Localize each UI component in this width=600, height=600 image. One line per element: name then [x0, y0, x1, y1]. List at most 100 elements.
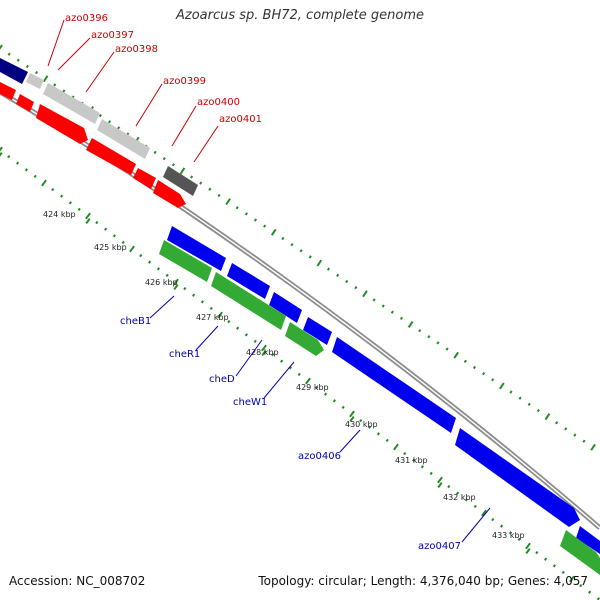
- gene-azo0398[interactable]: [97, 119, 150, 159]
- gene-red-3[interactable]: [36, 104, 88, 144]
- minor-tick: [112, 234, 116, 238]
- label-azo0400[interactable]: azo0400: [197, 97, 240, 108]
- minor-tick: [544, 557, 548, 561]
- minor-tick: [200, 300, 204, 304]
- label-cheD[interactable]: cheD: [209, 374, 235, 385]
- minor-tick: [199, 181, 203, 185]
- minor-tick: [62, 89, 66, 93]
- label-azo0398[interactable]: azo0398: [115, 44, 158, 55]
- minor-tick: [235, 206, 239, 210]
- major-tick: [179, 167, 186, 175]
- topology-label: Topology:: [258, 574, 315, 588]
- minor-tick: [555, 421, 559, 425]
- major-tick: [0, 146, 3, 152]
- gene-blue-cheW1[interactable]: [303, 317, 332, 345]
- minor-tick: [336, 273, 340, 277]
- gene-green-3[interactable]: [285, 322, 324, 356]
- label-azo0401[interactable]: azo0401: [219, 114, 262, 125]
- minor-tick: [429, 471, 433, 476]
- kbp-label: 427 kbp: [196, 313, 229, 322]
- minor-tick: [399, 316, 404, 320]
- minor-tick: [412, 458, 416, 462]
- minor-tick: [153, 150, 157, 155]
- gene-blue-azo0407[interactable]: [455, 428, 580, 527]
- tick-tracks: [0, 44, 600, 600]
- gene-azo0397[interactable]: [43, 83, 100, 124]
- label-azo0407[interactable]: azo0407: [418, 541, 461, 552]
- label-azo0406[interactable]: azo0406: [298, 451, 341, 462]
- minor-tick: [33, 174, 37, 179]
- minor-tick: [98, 113, 102, 118]
- minor-tick: [464, 498, 468, 502]
- minor-tick: [290, 242, 294, 247]
- gene-blue-azo0406[interactable]: [332, 337, 456, 433]
- minor-tick: [183, 286, 187, 291]
- minor-tick: [500, 524, 504, 528]
- gene-blue-edge[interactable]: [576, 526, 600, 554]
- genes-top-strand: [0, 58, 198, 208]
- minor-tick: [156, 267, 160, 271]
- label-cheR1[interactable]: cheR1: [169, 349, 200, 360]
- minor-tick: [24, 168, 28, 172]
- minor-tick: [596, 597, 600, 600]
- kbp-label: 425 kbp: [94, 243, 127, 252]
- major-tick: [316, 259, 323, 267]
- major-tick: [544, 413, 551, 421]
- gene-green-2[interactable]: [211, 272, 286, 330]
- minor-tick: [171, 163, 175, 167]
- accession-label: Accession:: [9, 574, 73, 588]
- label-cheB1[interactable]: cheB1: [120, 316, 151, 327]
- minor-tick: [332, 399, 336, 403]
- major-tick: [525, 547, 531, 555]
- label-azo0396[interactable]: azo0396: [65, 13, 108, 24]
- major-tick: [129, 245, 135, 253]
- gene-green-1[interactable]: [159, 240, 212, 282]
- gene-azo0396[interactable]: [26, 73, 44, 89]
- major-tick: [42, 75, 49, 83]
- minor-tick: [418, 328, 422, 333]
- minor-tick: [535, 550, 539, 555]
- kbp-label: 432 kbp: [443, 493, 476, 502]
- major-tick: [173, 278, 179, 286]
- label-cheW1[interactable]: cheW1: [233, 397, 267, 408]
- kbp-label: 428 kbp: [246, 348, 279, 357]
- minor-tick: [324, 392, 328, 396]
- gene-red-5[interactable]: [133, 168, 156, 189]
- minor-tick: [588, 590, 592, 594]
- minor-tick: [60, 194, 64, 198]
- label-azo0397[interactable]: azo0397: [91, 30, 134, 41]
- gene-azo0400[interactable]: [163, 166, 198, 196]
- major-tick: [85, 212, 91, 220]
- gene-blue-cheB1[interactable]: [167, 226, 226, 271]
- gene-red-1[interactable]: [0, 82, 16, 100]
- minor-tick: [561, 570, 565, 575]
- minor-tick: [527, 402, 531, 406]
- minor-tick: [445, 347, 449, 351]
- kbp-label: 433 kbp: [492, 531, 525, 540]
- minor-tick: [53, 83, 57, 87]
- minor-tick: [427, 335, 431, 339]
- gene-red-2[interactable]: [16, 94, 34, 112]
- minor-tick: [288, 366, 292, 370]
- major-tick: [437, 476, 443, 484]
- gene-red-4[interactable]: [86, 138, 136, 175]
- gene-green-4[interactable]: [560, 530, 600, 575]
- label-azo0399[interactable]: azo0399: [163, 76, 206, 87]
- genome-summary: Topology: circular; Length: 4,376,040 bp…: [258, 574, 588, 588]
- gene-blue-cheR1[interactable]: [227, 263, 270, 299]
- minor-tick: [359, 418, 363, 423]
- gene-blue-cheD[interactable]: [269, 292, 302, 323]
- minor-tick: [473, 504, 477, 509]
- major-tick: [261, 350, 267, 356]
- minor-tick: [463, 359, 467, 363]
- kbp-label: 429 kbp: [296, 383, 329, 392]
- gene-red-6[interactable]: [153, 180, 186, 208]
- major-tick: [499, 382, 505, 390]
- minor-tick: [472, 365, 477, 370]
- minor-tick: [148, 260, 152, 264]
- minor-tick: [403, 451, 407, 456]
- minor-tick: [564, 427, 568, 431]
- bottom-leaders: [149, 295, 491, 543]
- kbp-label: 426 kbp: [145, 278, 178, 287]
- gene-navy[interactable]: [0, 58, 28, 84]
